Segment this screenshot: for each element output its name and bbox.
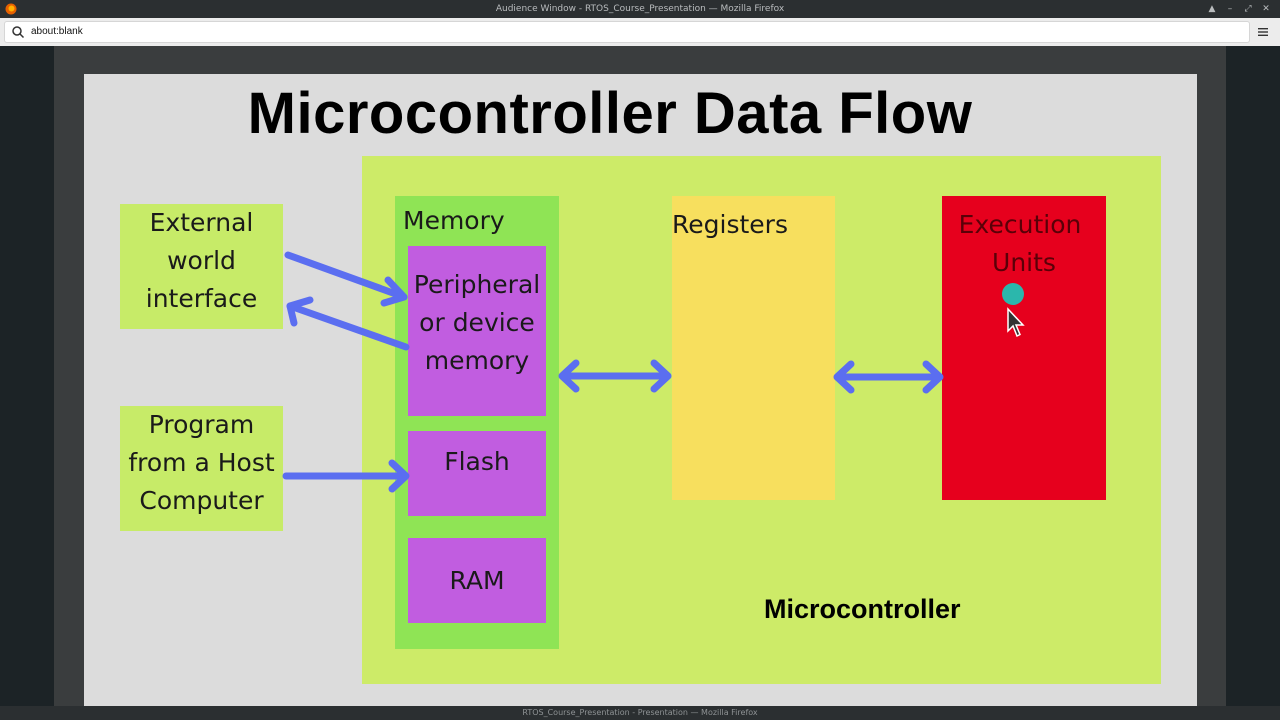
menu-icon[interactable] bbox=[1256, 25, 1270, 39]
peripheral-line-2: or device bbox=[419, 308, 535, 337]
url-field[interactable]: about:blank bbox=[4, 21, 1250, 43]
arrow-head-7 bbox=[922, 360, 944, 394]
arrow-head-4 bbox=[558, 359, 580, 393]
window-titlebar: Audience Window - RTOS_Course_Presentati… bbox=[0, 0, 1280, 18]
flash-box: Flash bbox=[408, 431, 546, 516]
second-window-title: RTOS_Course_Presentation - Presentation … bbox=[522, 708, 758, 717]
execution-line-1: Execution bbox=[958, 210, 1082, 239]
peripheral-memory-box: Peripheral or device memory bbox=[408, 246, 546, 416]
external-line-1: External bbox=[149, 208, 254, 237]
external-line-2: world bbox=[167, 246, 236, 275]
flash-label: Flash bbox=[444, 447, 510, 476]
program-line-2: from a Host bbox=[128, 448, 275, 477]
arrow-external-to-peripheral bbox=[284, 251, 408, 301]
window-title: Audience Window - RTOS_Course_Presentati… bbox=[495, 4, 785, 14]
registers-label: Registers bbox=[672, 210, 788, 239]
ram-box: RAM bbox=[408, 538, 546, 623]
peripheral-line-3: memory bbox=[424, 346, 530, 375]
execution-line-2: Units bbox=[992, 248, 1056, 277]
arrow-head-6 bbox=[833, 360, 855, 394]
arrow-peripheral-to-external bbox=[286, 302, 410, 351]
firefox-icon bbox=[5, 3, 17, 15]
external-line-3: interface bbox=[145, 284, 258, 313]
keep-above-icon[interactable]: ▲ bbox=[1208, 4, 1216, 14]
search-icon bbox=[12, 26, 25, 39]
registers-box: Registers bbox=[672, 196, 835, 500]
program-line-3: Computer bbox=[139, 486, 264, 515]
microcontroller-label: Microcontroller bbox=[764, 594, 961, 624]
cursor-icon bbox=[1007, 307, 1025, 338]
ram-label: RAM bbox=[449, 566, 505, 595]
close-icon[interactable]: ✕ bbox=[1262, 4, 1270, 14]
peripheral-line-1: Peripheral bbox=[413, 270, 541, 299]
slide-title: Microcontroller Data Flow bbox=[247, 81, 973, 146]
minimize-icon[interactable]: – bbox=[1227, 4, 1233, 14]
external-world-box: External world interface bbox=[120, 204, 283, 329]
arrow-head-5 bbox=[650, 359, 672, 393]
arrow-head-1 bbox=[380, 276, 408, 307]
url-text: about:blank bbox=[31, 26, 83, 37]
maximize-icon[interactable]: ⤢ bbox=[1244, 4, 1252, 14]
program-line-1: Program bbox=[148, 410, 255, 439]
execution-units-box: Execution Units bbox=[942, 196, 1106, 500]
memory-label: Memory bbox=[403, 206, 505, 235]
program-host-box: Program from a Host Computer bbox=[120, 406, 283, 531]
second-window-titlebar: RTOS_Course_Presentation - Presentation … bbox=[0, 706, 1280, 720]
arrow-head-2 bbox=[286, 296, 314, 327]
pointer-highlight bbox=[1002, 283, 1024, 305]
arrow-head-3 bbox=[388, 459, 410, 493]
